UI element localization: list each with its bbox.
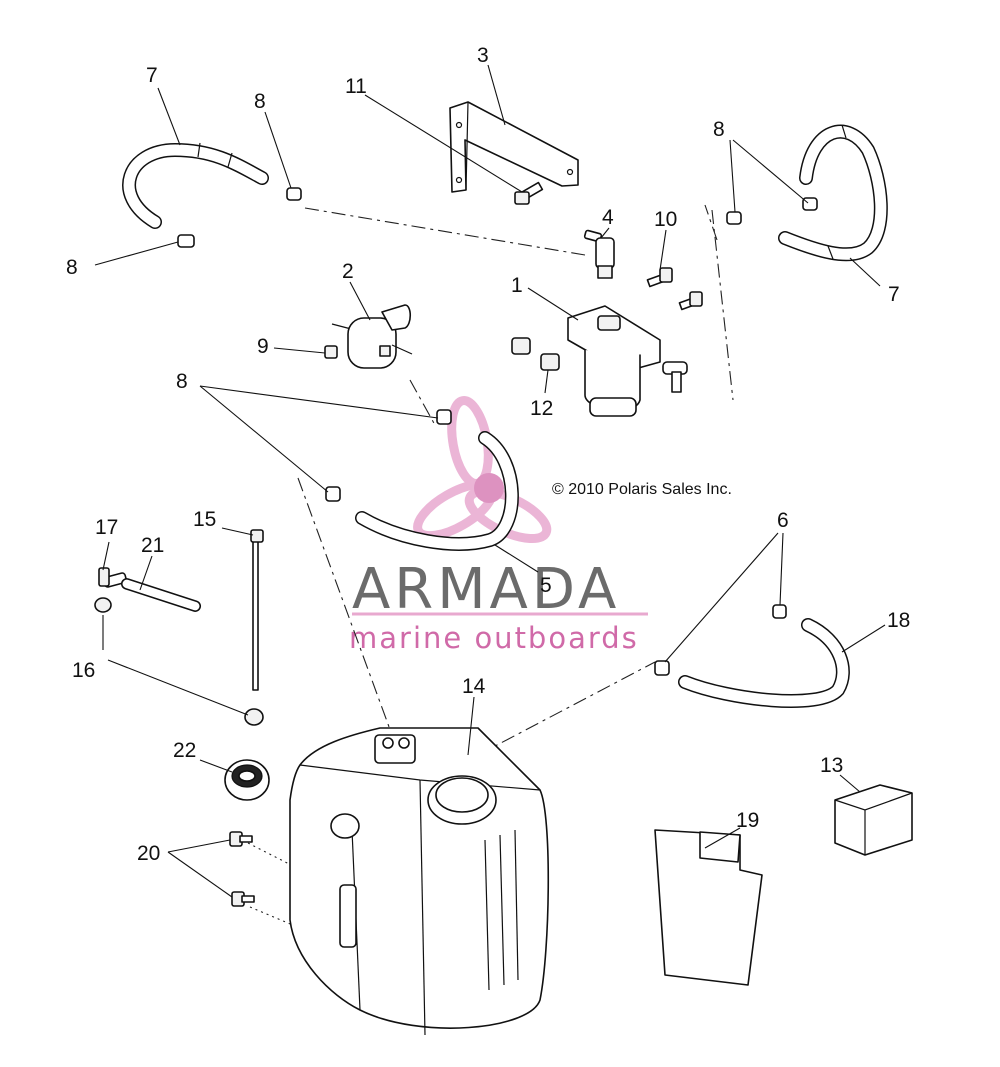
- callout-22: 22: [173, 739, 196, 762]
- callout-19: 19: [736, 809, 759, 832]
- watermark-tagline: marine outboards: [349, 621, 639, 655]
- callout-8a: 8: [66, 256, 78, 279]
- bracket-3: [449, 101, 579, 193]
- fitting-4: [583, 229, 615, 279]
- callout-labels: 7 8 8 3 11 4 10 8 7 2 1 9 12 8 5 17 21 1…: [66, 44, 910, 865]
- clamps-8-middle: [325, 409, 452, 502]
- box-13: [834, 784, 913, 856]
- hose-5: [355, 431, 519, 551]
- nut-9: [324, 345, 338, 359]
- watermark-brand: ARMADA: [352, 557, 620, 622]
- callout-20: 20: [137, 842, 160, 865]
- callout-8c: 8: [713, 118, 725, 141]
- fuel-cap-22: [224, 759, 270, 801]
- callout-14: 14: [462, 675, 486, 698]
- callout-12: 12: [530, 397, 553, 420]
- callout-17: 17: [95, 516, 118, 539]
- grommets-16: [94, 597, 264, 726]
- tube-21: [120, 578, 202, 612]
- callout-6: 6: [777, 509, 789, 532]
- decal-19: [654, 829, 763, 986]
- watermark-logo: [413, 396, 552, 544]
- fuel-pump-2: [331, 304, 413, 369]
- callout-3: 3: [477, 44, 489, 67]
- copyright-text: © 2010 Polaris Sales Inc.: [552, 481, 732, 498]
- callout-2: 2: [342, 260, 354, 283]
- callout-4: 4: [602, 206, 614, 229]
- callout-15: 15: [193, 508, 216, 531]
- callout-16: 16: [72, 659, 95, 682]
- clamp-8-right: [726, 197, 818, 225]
- callout-11: 11: [345, 75, 367, 98]
- callout-18: 18: [887, 609, 910, 632]
- clamps-6: [654, 604, 787, 676]
- leader-lines: [94, 64, 886, 898]
- callout-5: 5: [540, 574, 552, 597]
- callout-8d: 8: [176, 370, 188, 393]
- callout-21: 21: [141, 534, 164, 557]
- bolt-11: [514, 181, 544, 205]
- callout-13: 13: [820, 754, 843, 777]
- bolts-10: [646, 267, 703, 311]
- fitting-17: [98, 567, 128, 588]
- nuts-12: [511, 337, 560, 371]
- hose-7-left: [122, 142, 269, 229]
- fuel-filter-1: [567, 305, 688, 417]
- callout-8b: 8: [254, 90, 266, 113]
- hose-18: [678, 618, 850, 709]
- callout-9: 9: [257, 335, 269, 358]
- fuel-tank-14: [289, 727, 550, 1036]
- clamp-8-left: [177, 187, 302, 248]
- vent-tube-15: [250, 529, 264, 691]
- callout-7a: 7: [146, 64, 158, 87]
- callout-7b: 7: [888, 283, 900, 306]
- callout-10: 10: [654, 208, 677, 231]
- bolts-20: [229, 831, 255, 907]
- callout-1: 1: [511, 274, 523, 297]
- hose-7-right: [778, 124, 888, 262]
